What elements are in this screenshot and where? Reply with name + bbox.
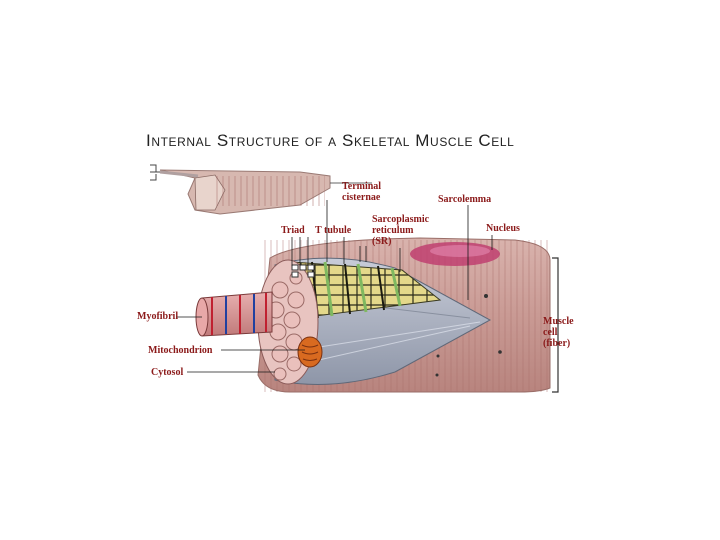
mitochondrion-shape xyxy=(297,336,323,368)
label-mitochondrion: Mitochondrion xyxy=(148,345,213,356)
myofibril-bundle xyxy=(195,259,319,385)
label-sarcolemma: Sarcolemma xyxy=(438,194,492,205)
label-terminal-cisternae: Terminal cisternae xyxy=(342,181,382,203)
inset-fiber xyxy=(150,164,372,215)
muscle-cell-bracket xyxy=(552,257,559,393)
label-nucleus: Nucleus xyxy=(486,223,520,234)
label-sarcoplasmic-reticulum: Sarcoplasmic reticulum (SR) xyxy=(372,214,430,247)
label-myofibril: Myofibril xyxy=(137,311,179,322)
label-triad: Triad xyxy=(281,225,305,236)
leader-lines xyxy=(176,200,493,373)
label-cytosol: Cytosol xyxy=(151,367,184,378)
diagram-title: Internal Structure of a Skeletal Muscle … xyxy=(146,131,515,150)
label-t-tubule: T tubule xyxy=(315,225,352,236)
label-muscle-cell: Muscle cell (fiber) xyxy=(543,316,574,349)
triad-markers xyxy=(291,264,315,278)
